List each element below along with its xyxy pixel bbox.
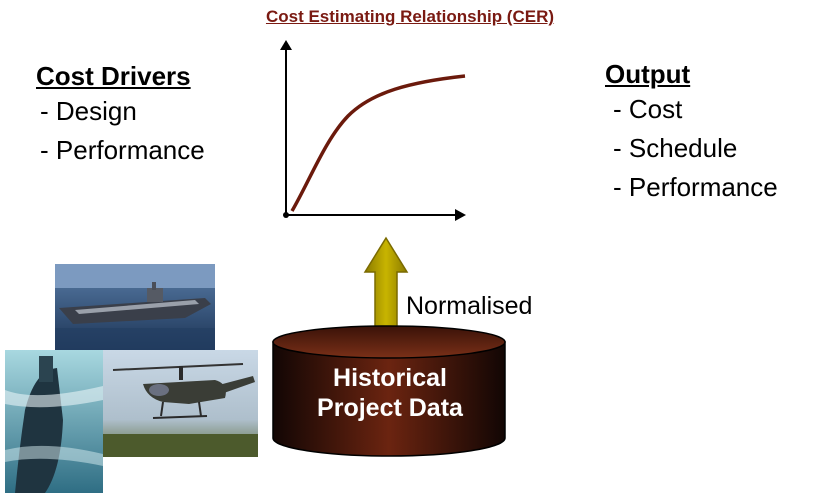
submarine-photo [5, 350, 103, 493]
database-label: Historical Project Data [275, 363, 505, 423]
driver-item-performance: Performance [36, 131, 205, 170]
database-label-line1: Historical [333, 364, 447, 392]
output-block: Output Cost Schedule Performance [605, 58, 778, 207]
cost-drivers-block: Cost Drivers Design Performance [36, 60, 205, 170]
diagram-title: Cost Estimating Relationship (CER) [265, 7, 555, 26]
cer-curve [290, 74, 466, 212]
driver-item-design: Design [36, 92, 205, 131]
output-item-schedule: Schedule [605, 129, 778, 168]
database-label-line2: Project Data [317, 394, 463, 422]
attack-helicopter-photo [103, 350, 258, 457]
normalised-arrow [363, 236, 409, 344]
graph-axes [280, 40, 466, 221]
cost-drivers-heading: Cost Drivers [36, 61, 191, 91]
output-item-cost: Cost [605, 90, 778, 129]
aircraft-carrier-photo [55, 264, 215, 350]
normalised-label: Normalised [406, 292, 533, 320]
database-cylinder [272, 325, 506, 457]
output-item-performance: Performance [605, 168, 778, 207]
output-heading: Output [605, 59, 691, 89]
